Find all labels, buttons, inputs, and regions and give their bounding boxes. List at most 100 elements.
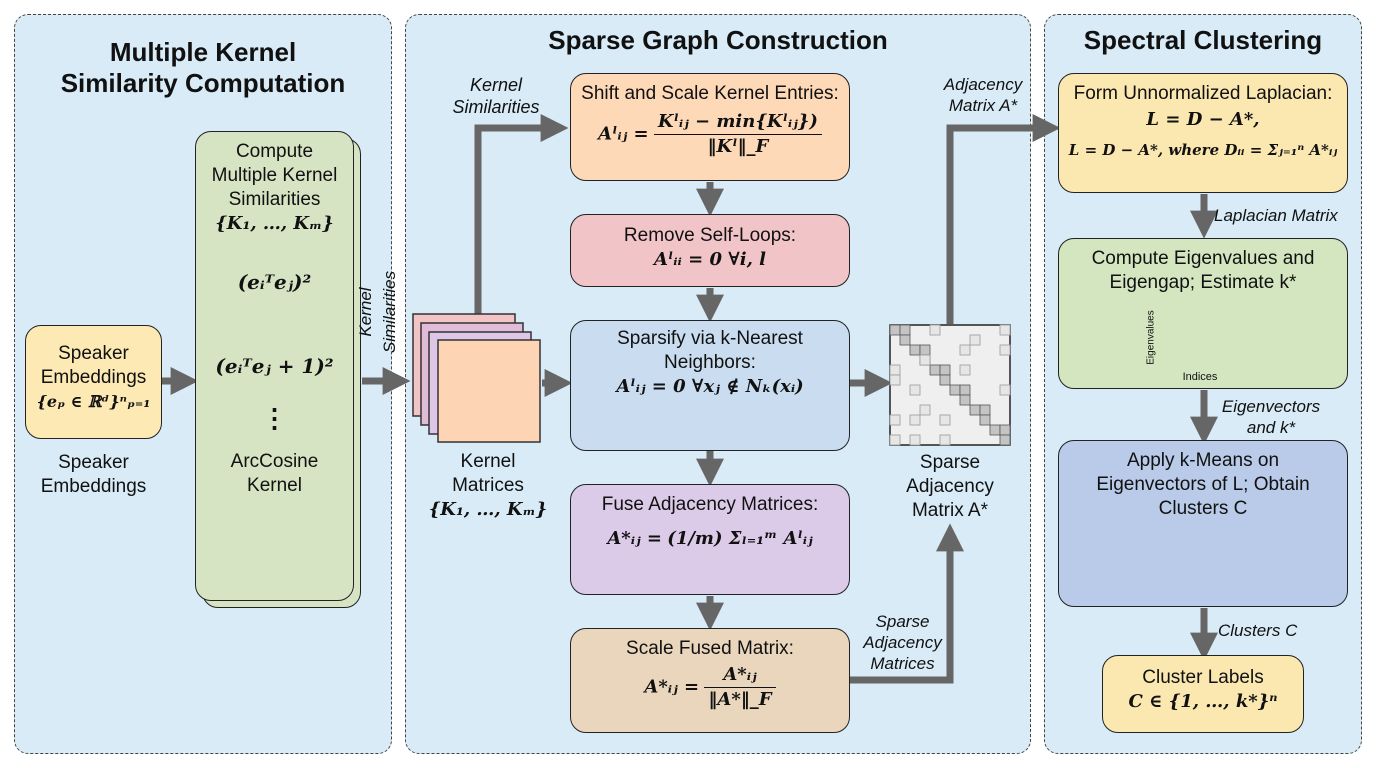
eigenvectors-label: Eigenvectors and k* [1206,396,1336,438]
sparse-matrix-cell [929,364,941,376]
shift-scale-formula: Aˡᵢⱼ = Kˡᵢⱼ − min{Kˡᵢⱼ}) ‖Kˡ‖_F [571,110,849,159]
remove-self-loops-box: Remove Self-Loops: Aˡᵢᵢ = 0 ∀i, l [570,214,850,287]
scale-fused-fraction: A*ᵢⱼ ‖A*‖_F [704,663,776,712]
label-line3: Matrices [870,654,935,673]
panel-title-kernel-similarity: Multiple Kernel Similarity Computation [15,37,391,99]
eigen-x-axis-label: Indices [1182,371,1218,383]
kmeans-line2: Eigenvectors of L; Obtain [1096,474,1310,495]
caption-line1: Kernel [460,451,516,472]
shift-scale-box: Shift and Scale Kernel Entries: Aˡᵢⱼ = K… [570,73,850,181]
sparse-matrix-cell [979,404,991,416]
kernel-similarities-vertical-label: Kernel Similarities [356,270,399,354]
sparse-matrix-cell [979,414,991,426]
sparse-matrix-cell [959,394,971,406]
kernel-matrices-caption: Kernel Matrices {K₁, …, Kₘ} [418,450,558,522]
kmeans-line3: Clusters C [1158,498,1248,519]
caption-line2: Matrices [452,475,524,496]
sparse-matrix-cell [999,424,1011,436]
scale-fused-numerator: A*ᵢⱼ [704,663,776,688]
formula-fraction: Kˡᵢⱼ − min{Kˡᵢⱼ}) ‖Kˡ‖_F [653,110,822,159]
kmeans-box: Apply k-Means on Eigenvectors of L; Obta… [1058,440,1348,607]
embeddings-box-line1: Speaker [58,343,129,364]
sparse-matrix-cell [889,364,901,376]
kmeans-line1: Apply k-Means on [1126,450,1280,471]
formula-numerator: Kˡᵢⱼ − min{Kˡᵢⱼ}) [653,110,822,135]
kernel-set: {K₁, …, Kₘ} [215,213,334,234]
arrow-sparse-matrix-to-laplacian [946,114,1061,324]
label-line1: Sparse [875,612,930,631]
sparse-adjacency-matrix-caption: Sparse Adjacency Matrix A* [885,451,1015,523]
sparse-matrix-cell [939,364,951,376]
panel-title-line1: Multiple Kernel [109,37,297,67]
eigen-line2: Eigengap; Estimate k* [1109,272,1297,293]
panel-title-sparse-graph: Sparse Graph Construction [548,25,888,55]
caption-line2: Adjacency [906,476,994,497]
kernel-arccosine-line1: ArcCosine [230,451,319,472]
shift-scale-title: Shift and Scale Kernel Entries: [581,83,839,104]
label-line2: and k* [1246,418,1296,437]
scale-fused-box: Scale Fused Matrix: A*ᵢⱼ = A*ᵢⱼ ‖A*‖_F [570,628,850,733]
scale-fused-formula: A*ᵢⱼ = A*ᵢⱼ ‖A*‖_F [571,663,849,712]
sparse-matrix-cell [999,434,1011,446]
sparse-matrix-cell [919,354,931,366]
sparse-matrix-cell [899,324,911,336]
sparse-matrix-icon [889,324,1011,446]
sparsify-title-line2: Neighbors: [664,352,756,373]
laplacian-formula2: L = D − A*, where Dᵢᵢ = Σⱼ₌₁ⁿ A*ᵢⱼ [1068,141,1338,159]
sparsify-knn-box: Sparsify via k-Nearest Neighbors: Aˡᵢⱼ =… [570,320,850,451]
kernel-matrices-stack-icon [412,313,541,443]
sparse-matrix-cell [889,374,901,386]
laplacian-box: Form Unnormalized Laplacian: L = D − A*,… [1058,73,1348,193]
fuse-title: Fuse Adjacency Matrices: [601,494,819,515]
compute-kernels-box: Compute Multiple Kernel Similarities {K₁… [195,131,354,601]
panel-title-spectral-clustering: Spectral Clustering [1083,25,1323,55]
clusters-label: Clusters C [1218,621,1298,640]
label-line2: Adjacency [863,633,942,652]
kernel-polynomial-bias: (eᵢᵀeⱼ + 1)² [215,354,334,378]
fuse-rhs: (1/m) Σₗ₌₁ᵐ Aˡᵢⱼ [667,528,813,549]
kernel-similarities-label: Kernel Similarities [436,74,556,118]
label-line1: Adjacency [943,75,1023,94]
sparse-matrix-cell [989,424,1001,436]
sparse-matrix-cell [929,324,941,336]
scale-fused-title: Scale Fused Matrix: [626,638,794,659]
formula-denominator: ‖Kˡ‖_F [707,136,769,157]
sparse-adjacency-matrices-label: Sparse Adjacency Matrices [855,611,950,674]
speaker-embeddings-caption: Speaker Embeddings [25,451,162,499]
speaker-embeddings-box: Speaker Embeddings {eₚ ∈ ℝᵈ}ⁿₚ₌₁ [25,325,162,439]
caption-line1: Speaker [58,452,129,473]
eigen-y-axis-label: Eigenvalues [1145,310,1157,365]
sparse-matrix-cell [909,344,921,356]
adjacency-matrix-label: Adjacency Matrix A* [928,74,1038,116]
sparse-matrix-cell [899,334,911,346]
arrow-matrices-to-shift-scale [474,114,569,314]
sparse-matrix-cell [959,384,971,396]
caption-line3: Matrix A* [911,500,989,521]
kernel-polynomial: (eᵢᵀeⱼ)² [237,270,312,294]
sparse-matrix-cell [889,414,901,426]
sparse-matrix-cell [999,344,1011,356]
laplacian-matrix-label: Laplacian Matrix [1214,206,1338,225]
sparse-matrix-cell [939,414,951,426]
scale-fused-lhs: A*ᵢⱼ = [644,676,700,698]
cluster-labels-box: Cluster Labels C ∈ {1, …, k*}ⁿ [1102,655,1304,733]
kernel-ellipsis: ⋮ [261,403,288,433]
formula-lhs: Aˡᵢⱼ = [598,123,649,145]
sparse-matrix-cell [959,344,971,356]
caption-line1: Sparse [919,452,981,473]
kernel-arccosine-line2: Kernel [247,475,302,496]
laplacian-formula1: L = D − A*, [1146,109,1260,130]
sparsify-formula: Aˡᵢⱼ = 0 ∀xⱼ ∉ Nₖ(xᵢ) [616,376,804,397]
laplacian-title: Form Unnormalized Laplacian: [1073,83,1333,104]
eigen-line1: Compute Eigenvalues and [1091,248,1315,269]
sparse-matrix-cell [969,404,981,416]
sparse-matrix-cell [919,344,931,356]
embeddings-box-line2: Embeddings [40,367,147,388]
fuse-lhs: A*ᵢⱼ = [607,528,663,549]
remove-self-loops-title: Remove Self-Loops: [623,225,797,246]
sparsify-title-line1: Sparsify via k-Nearest [617,328,803,349]
sparse-matrix-cell [889,324,901,336]
label-line2: Similarities [452,97,540,117]
sparse-matrix-cell [999,324,1011,336]
sparse-matrix-cell [889,434,901,446]
